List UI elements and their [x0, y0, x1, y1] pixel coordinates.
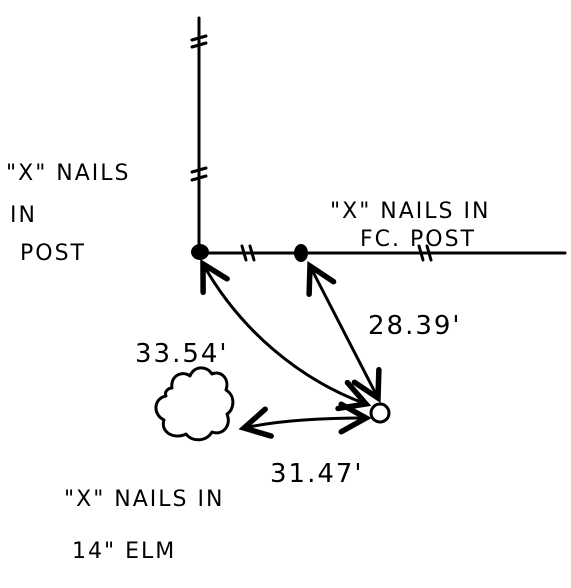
fc-post-label-line2: FC. POST — [360, 227, 476, 252]
fc-post-point — [294, 244, 308, 262]
arrow-elm-to-point — [244, 418, 366, 428]
post-label-line1: "X" NAILS — [6, 161, 131, 186]
post-label-line2: IN — [10, 203, 37, 228]
elm-label-line1: "X" NAILS IN — [64, 487, 224, 512]
arrow-fc-post-to-point — [310, 266, 378, 398]
horizontal-hash-marks — [240, 244, 433, 262]
measurement-elm-to-point: 31.47' — [270, 459, 364, 489]
post-label-line3: POST — [20, 241, 86, 266]
elm-tree-outline — [154, 366, 235, 442]
elm-label-line2: 14" ELM — [72, 539, 176, 564]
measurement-post-to-point: 33.54' — [135, 339, 229, 369]
measurement-fc-post-to-point: 28.39' — [368, 311, 462, 341]
fc-post-label-line1: "X" NAILS IN — [330, 199, 490, 224]
target-point — [369, 402, 391, 424]
corner-post-point — [191, 244, 209, 260]
vertical-hash-marks — [190, 34, 208, 182]
